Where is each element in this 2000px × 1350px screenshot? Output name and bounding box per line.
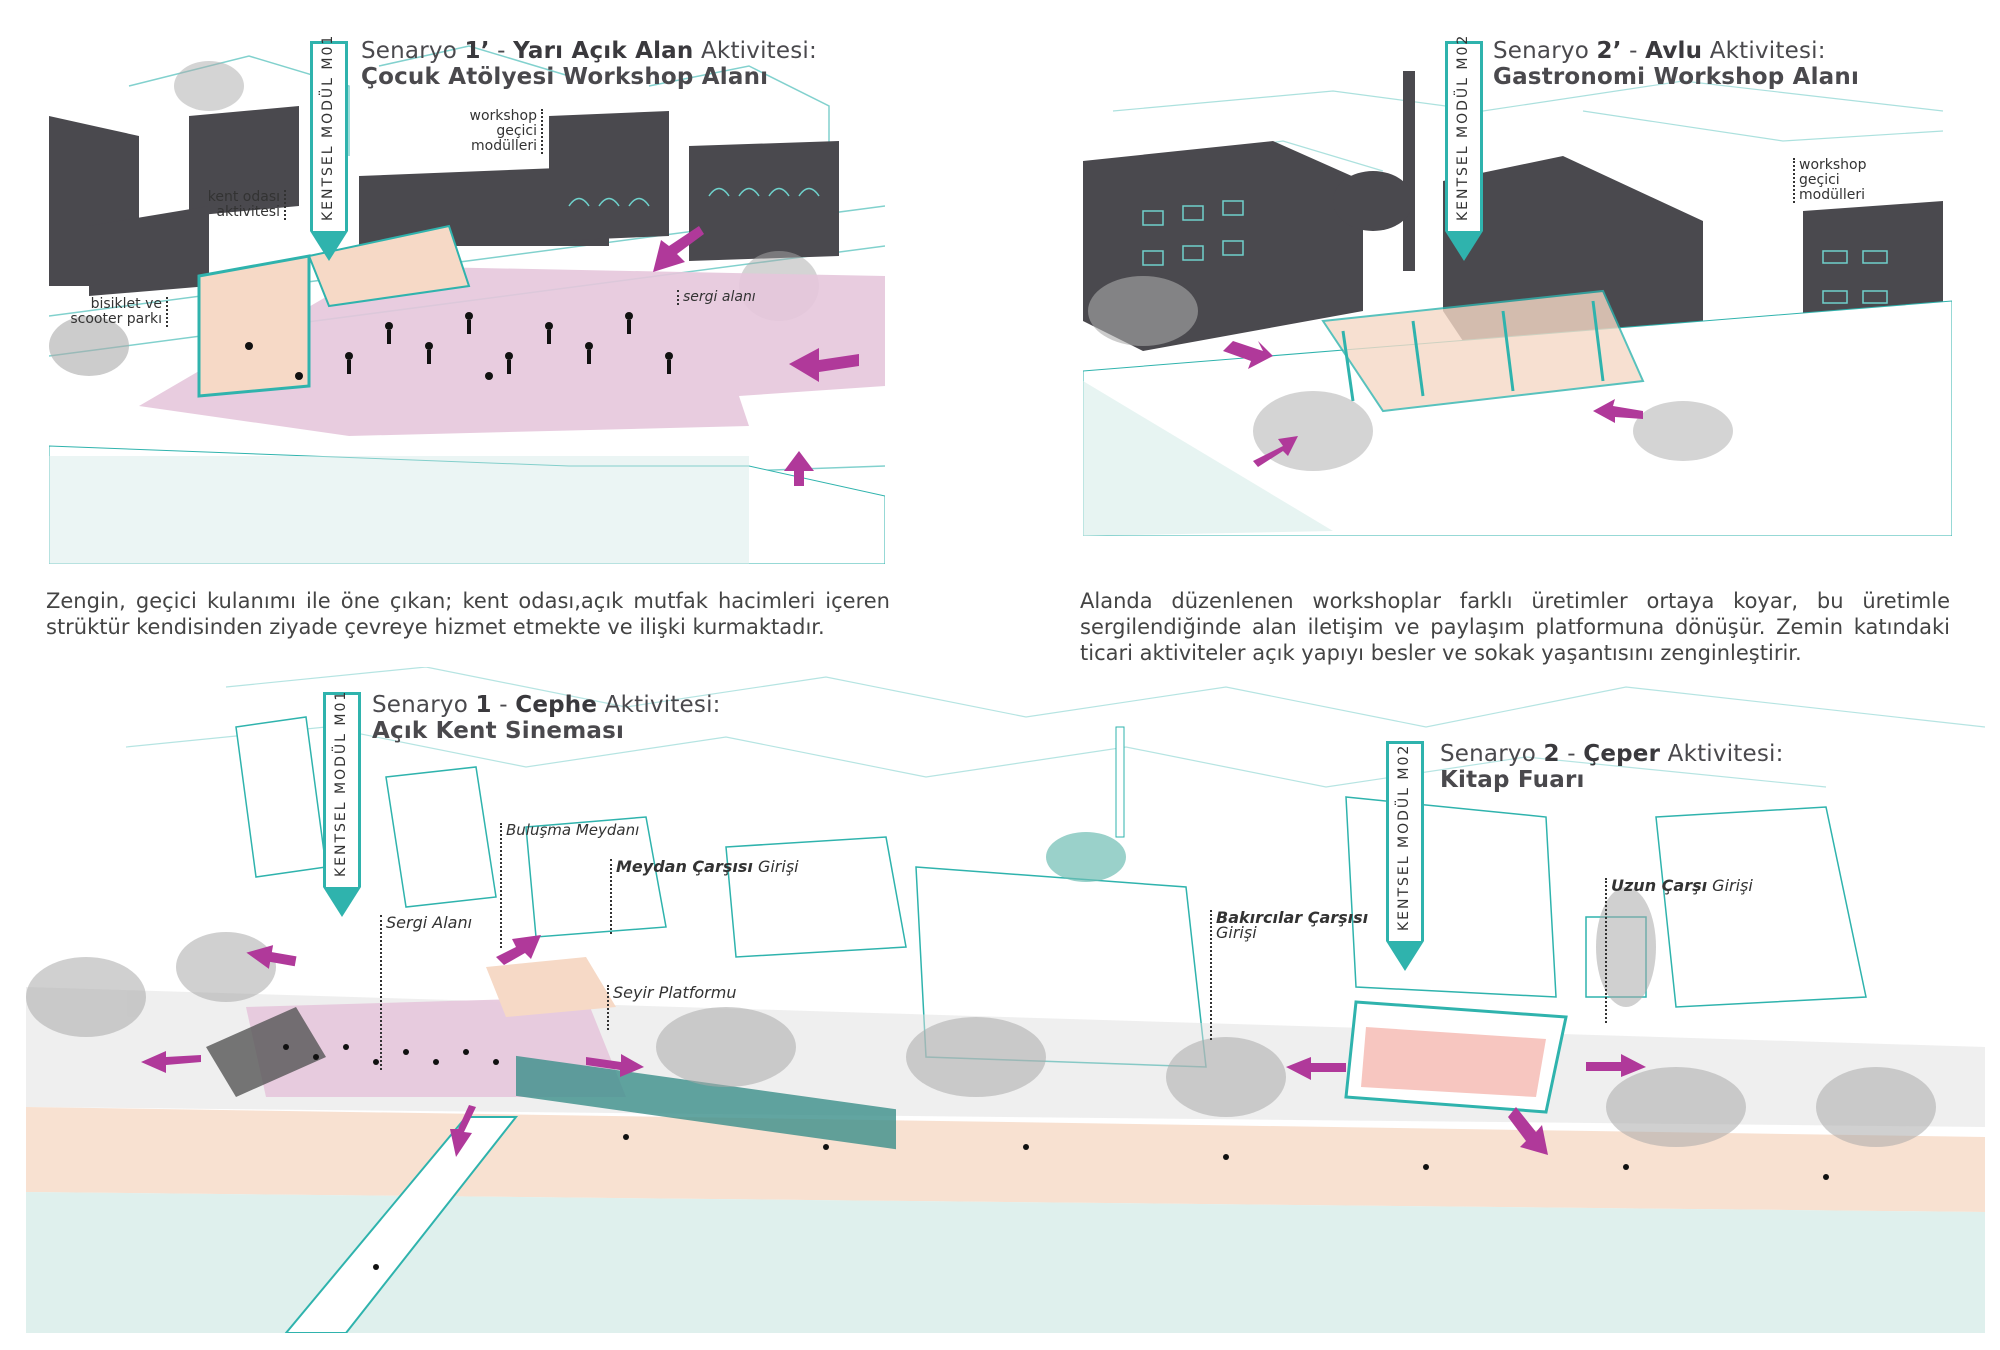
scenario-name: Avlu <box>1645 38 1703 64</box>
label-rest: Girişi <box>1216 923 1257 942</box>
scenario-subtitle: Çocuk Atölyesi Workshop Alanı <box>361 64 769 90</box>
workshop-modules-label: workshop geçici modülleri <box>445 109 543 154</box>
title-dash: - <box>489 38 514 64</box>
label-rest: Girişi <box>752 857 799 876</box>
scenario-2prime-description: Alanda düzenlenen workshoplar farklı üre… <box>1080 589 1950 665</box>
title-dash: - <box>491 692 516 718</box>
label-bold: Uzun Çarşı <box>1611 876 1708 895</box>
title-prefix: Senaryo <box>1493 38 1597 64</box>
label-rest: Girişi <box>1707 876 1753 895</box>
scenario-1prime-title: Senaryo 1’ - Yarı Açık Alan Aktivitesi: … <box>361 38 817 90</box>
uzun-bazaar-entrance-label: Uzun Çarşı Girişi <box>1605 878 1753 1023</box>
viewing-platform-label: Seyir Platformu <box>607 985 736 1030</box>
meeting-square-label: Buluşma Meydanı <box>500 823 639 948</box>
title-suffix: Aktivitesi: <box>693 38 817 64</box>
scenario-number: 2 <box>1543 741 1560 767</box>
scenario-subtitle: Kitap Fuarı <box>1440 767 1585 793</box>
scenario-2prime-title: Senaryo 2’ - Avlu Aktivitesi: Gastronomi… <box>1493 38 1859 90</box>
scenario-2prime-illustration <box>1083 51 1952 536</box>
scenario-subtitle: Gastronomi Workshop Alanı <box>1493 64 1860 90</box>
module-banner-m01: KENTSEL MODÜL M01 <box>310 34 348 261</box>
scenario-1-title: Senaryo 1 - Cephe Aktivitesi: Açık Kent … <box>372 692 721 744</box>
module-label: KENTSEL MODÜL M02 <box>1396 743 1412 931</box>
scenario-2-title: Senaryo 2 - Çeper Aktivitesi: Kitap Fuar… <box>1440 741 1784 793</box>
meydan-bazaar-entrance-label: Meydan Çarşısı Girişi <box>610 859 799 934</box>
bike-parking-label: bisiklet ve scooter parkı <box>62 297 168 327</box>
scenario-name: Çeper <box>1583 741 1661 767</box>
title-prefix: Senaryo <box>372 692 476 718</box>
title-suffix: Aktivitesi: <box>597 692 721 718</box>
module-banner-m01: KENTSEL MODÜL M01 <box>323 689 361 917</box>
scenario-subtitle: Açık Kent Sineması <box>372 718 625 744</box>
scenario-number: 2’ <box>1596 38 1622 64</box>
title-prefix: Senaryo <box>1440 741 1544 767</box>
title-dash: - <box>1621 38 1646 64</box>
module-banner-m02: KENTSEL MODÜL M02 <box>1386 741 1424 971</box>
scenario-name: Cephe <box>515 692 598 718</box>
scenario-name: Yarı Açık Alan <box>513 38 694 64</box>
title-dash: - <box>1559 741 1584 767</box>
scenario-number: 1’ <box>464 38 490 64</box>
city-room-label: kent odası aktivitesi <box>200 190 286 220</box>
module-label: KENTSEL MODÜL M01 <box>320 33 336 221</box>
waterfront-illustration <box>26 667 1985 1333</box>
title-suffix: Aktivitesi: <box>1702 38 1826 64</box>
title-suffix: Aktivitesi: <box>1660 741 1784 767</box>
workshop-modules-label: workshop geçici modülleri <box>1793 158 1879 203</box>
module-label: KENTSEL MODÜL M02 <box>1455 33 1471 221</box>
title-prefix: Senaryo <box>361 38 465 64</box>
scenario-1prime-illustration <box>49 26 885 564</box>
exhibition-area-label: sergi alanı <box>677 290 756 305</box>
module-label: KENTSEL MODÜL M01 <box>333 689 349 877</box>
scenario-1prime-description: Zengin, geçici kulanımı ile öne çıkan; k… <box>46 589 890 639</box>
exhibition-area-label: Sergi Alanı <box>380 915 472 1070</box>
scenario-number: 1 <box>475 692 492 718</box>
label-bold: Bakırcılar Çarşısı <box>1216 908 1369 927</box>
label-bold: Meydan Çarşısı <box>616 857 753 876</box>
module-banner-m02: KENTSEL MODÜL M02 <box>1445 34 1483 261</box>
